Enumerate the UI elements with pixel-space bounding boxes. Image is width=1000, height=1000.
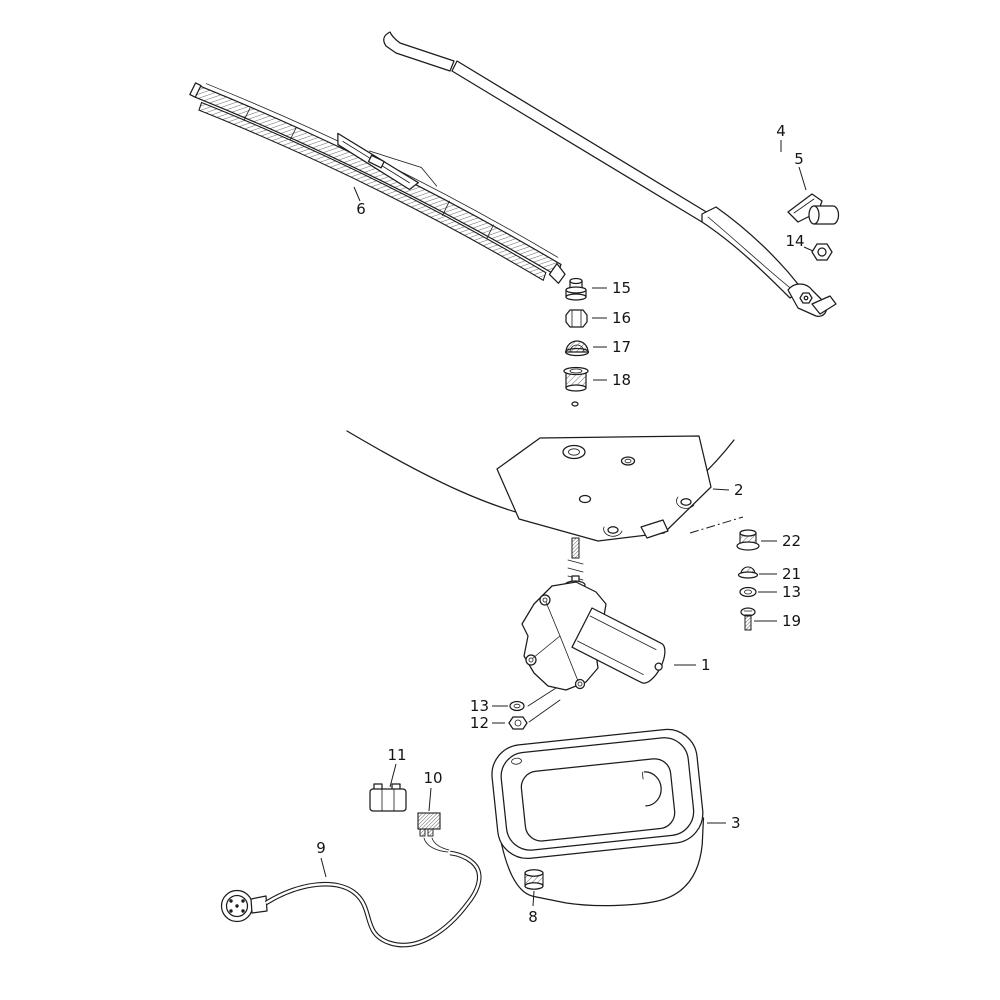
housing-tray <box>491 728 705 907</box>
screw-19 <box>740 607 756 631</box>
leader-line <box>353 186 361 202</box>
washer-13 <box>739 586 757 598</box>
grommet-8 <box>524 869 544 890</box>
connector-10 <box>417 812 441 837</box>
motor-shaft <box>567 537 584 587</box>
callout-13-label: 13 <box>782 583 801 601</box>
bushing-18 <box>563 366 589 392</box>
hex-nut-16 <box>565 309 588 328</box>
leader-line <box>428 787 432 812</box>
bushing-nut-21 <box>737 566 759 579</box>
callout-10-label: 10 <box>423 769 442 787</box>
cap-nut-22 <box>736 529 760 551</box>
shaft-cap-15 <box>565 277 587 301</box>
callout-8-label: 8 <box>528 908 538 926</box>
leader-line <box>528 699 561 723</box>
leader-line <box>320 857 327 878</box>
callout-17-label: 17 <box>612 338 631 356</box>
callout-21-label: 21 <box>782 565 801 583</box>
rubber-grommet-17 <box>564 340 590 357</box>
callout-1-label: 1 <box>701 656 711 674</box>
leader-line <box>527 687 557 707</box>
mounting-plate <box>496 435 712 542</box>
callout-9-label: 9 <box>316 839 326 857</box>
leader-line <box>389 763 397 788</box>
arm-cap <box>787 193 840 225</box>
wiper-motor <box>521 580 666 691</box>
callout-5-label: 5 <box>794 150 804 168</box>
alignment-dash-line <box>689 516 744 534</box>
callout-11-label: 11 <box>387 746 406 764</box>
callout-15-label: 15 <box>612 279 631 297</box>
callout-4-label: 4 <box>776 122 786 140</box>
hex-nut-12 <box>508 716 528 730</box>
callout-3-label: 3 <box>731 814 741 832</box>
leader-line <box>803 246 814 252</box>
callout-12-label: 12 <box>470 714 489 732</box>
callout-22-label: 22 <box>782 532 801 550</box>
callout-2-label: 2 <box>734 481 744 499</box>
small-washer <box>571 401 579 407</box>
wiper-blade <box>189 82 566 284</box>
callout-18-label: 18 <box>612 371 631 389</box>
leader-line <box>532 890 535 907</box>
callout-13b-label: 13 <box>470 697 489 715</box>
wiring-harness <box>220 837 482 948</box>
leader-line <box>712 488 730 491</box>
callout-16-label: 16 <box>612 309 631 327</box>
callout-6-label: 6 <box>356 200 366 218</box>
hex-nut-14 <box>811 243 833 261</box>
leader-line <box>798 166 807 191</box>
connector-11 <box>369 783 407 812</box>
callout-19-label: 19 <box>782 612 801 630</box>
callout-14-label: 14 <box>785 232 804 250</box>
wiper-arm <box>383 31 837 317</box>
washer-13b <box>509 700 525 712</box>
